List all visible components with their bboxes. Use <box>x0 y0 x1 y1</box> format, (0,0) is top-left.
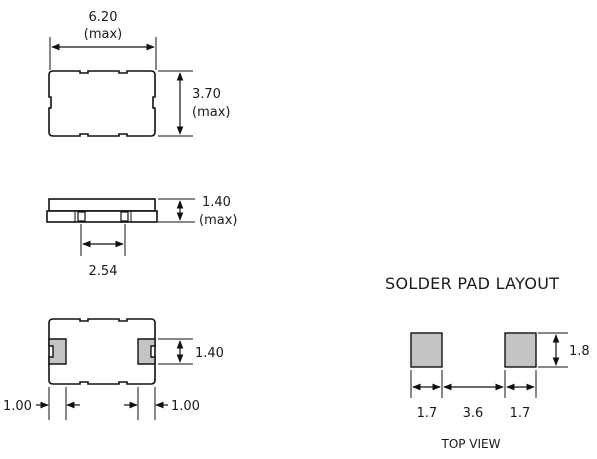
side-terminal-left <box>77 211 86 222</box>
solder-pad-right <box>504 332 537 368</box>
bottom-package-outline <box>48 318 156 385</box>
solder-height-value: 1.8 <box>569 344 590 359</box>
solder-pad-layout: SOLDER PAD LAYOUT 1.8 1.7 3.6 1.7 TOP VI… <box>385 274 590 451</box>
side-height-note: (max) <box>199 213 237 228</box>
solder-pad-width-left: 1.7 <box>417 406 438 421</box>
solder-pad-width-right: 1.7 <box>510 406 531 421</box>
bottom-pad-right <box>137 338 156 365</box>
solder-pad-left <box>410 332 443 368</box>
solder-gap-value: 3.6 <box>463 406 484 421</box>
side-height-value: 1.40 <box>202 195 231 210</box>
side-view: 1.40 (max) 2.54 <box>46 195 237 279</box>
side-pitch-value: 2.54 <box>89 264 118 279</box>
top-width-note: (max) <box>84 27 122 42</box>
top-height-note: (max) <box>192 105 230 120</box>
bottom-right-offset-value: 1.00 <box>171 399 200 414</box>
top-view: 6.20 (max) 3.70 (max) <box>48 10 230 137</box>
top-package-outline <box>48 70 156 137</box>
top-height-value: 3.70 <box>192 87 221 102</box>
side-terminal-right <box>120 211 129 222</box>
bottom-pad-left <box>48 338 67 365</box>
bottom-view: 1.40 1.00 1.00 <box>3 318 224 420</box>
solder-pad-title: SOLDER PAD LAYOUT <box>385 274 559 293</box>
top-view-caption: TOP VIEW <box>440 437 500 451</box>
side-base <box>46 210 158 223</box>
bottom-left-offset-value: 1.00 <box>3 399 32 414</box>
top-width-value: 6.20 <box>89 10 118 25</box>
side-lid <box>48 198 156 212</box>
bottom-pad-height-value: 1.40 <box>195 346 224 361</box>
